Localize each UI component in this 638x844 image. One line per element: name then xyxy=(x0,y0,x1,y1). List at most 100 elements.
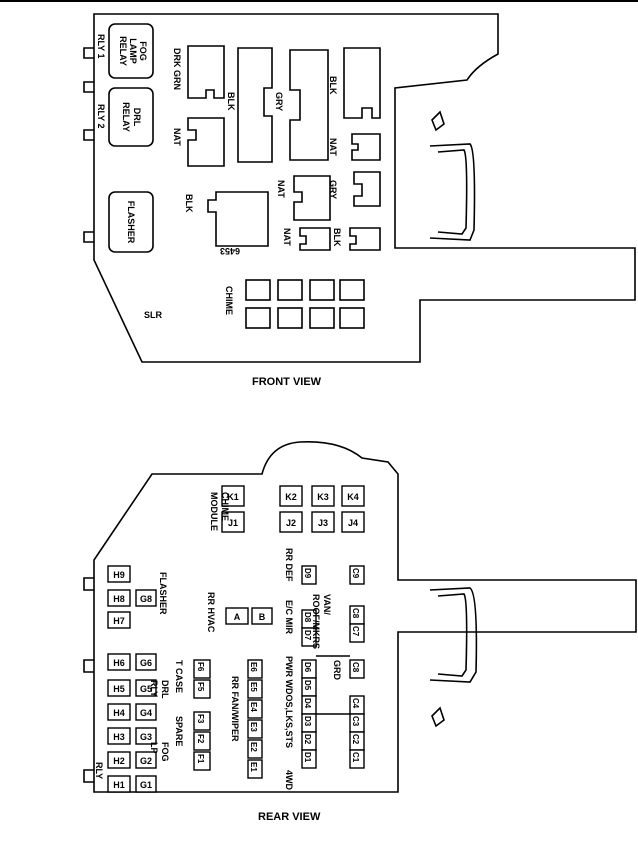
four-wd-label: 4WD xyxy=(284,770,294,791)
d9-label: D9 xyxy=(303,568,312,579)
connector-big-blk xyxy=(207,191,269,247)
d5-label: D5 xyxy=(303,680,312,691)
j1-label: J1 xyxy=(228,518,238,528)
connector-nat-c xyxy=(293,175,331,221)
c4-label: C4 xyxy=(351,698,360,709)
f6-label: F6 xyxy=(196,662,205,672)
d-fuses xyxy=(301,659,317,769)
connector-gry-a xyxy=(237,47,273,163)
chime-module-line1: CHIME xyxy=(220,492,230,521)
nat-b-label: NAT xyxy=(328,138,338,156)
connector-nat-b xyxy=(351,133,381,161)
f-fuses xyxy=(193,659,211,771)
d8-d7-fuses: D8 D7 xyxy=(301,609,317,647)
h5-label: H5 xyxy=(113,684,125,694)
nat-a-label: NAT xyxy=(172,128,182,146)
j3-label: J3 xyxy=(318,518,328,528)
f5-label: F5 xyxy=(196,682,205,692)
c-fuses xyxy=(349,695,365,769)
k2-label: K2 xyxy=(285,492,297,502)
van-roof-line2: ROOF/MKRS xyxy=(311,594,321,649)
c2-label: C2 xyxy=(351,734,360,745)
flasher-label: FLASHER xyxy=(126,201,136,244)
flasher-relay: FLASHER xyxy=(108,191,154,253)
rly-label: RLY xyxy=(94,762,104,779)
j4-label: J4 xyxy=(348,518,358,528)
k1-label: K1 xyxy=(227,492,239,502)
k-row: K1 K2 K3 K4 xyxy=(221,485,365,507)
rr-fan-wiper-label: RR FAN/WIPER xyxy=(230,676,240,742)
rr-def-label: RR DEF xyxy=(284,548,294,582)
rear-view-caption: REAR VIEW xyxy=(258,811,321,823)
front-connectors xyxy=(187,45,381,251)
d7-label: D7 xyxy=(303,630,312,641)
k3-label: K3 xyxy=(317,492,329,502)
connector-blk-b xyxy=(289,49,329,161)
h7-label: H7 xyxy=(113,616,125,626)
a-label: A xyxy=(234,612,241,622)
drl-rly-line1: DRL xyxy=(160,680,170,699)
c8-c7-fuses: C8 C7 xyxy=(349,605,365,643)
e-fuses xyxy=(247,659,263,779)
drl-relay-line1: DRL xyxy=(132,108,142,127)
ec-mir-label: E/C MIR xyxy=(284,600,294,635)
j-row: J1 J2 J3 J4 xyxy=(221,511,365,533)
fog-lamp-relay-line3: RELAY xyxy=(118,36,128,66)
nat-d-label: NAT xyxy=(282,228,292,246)
k4-label: K4 xyxy=(347,492,359,502)
f1-label: F1 xyxy=(196,754,205,764)
fog-lp-line1: FOG xyxy=(160,742,170,762)
e6-label: E6 xyxy=(249,662,258,672)
j2-label: J2 xyxy=(286,518,296,528)
e3-label: E3 xyxy=(249,722,258,732)
drl-relay-line2: RELAY xyxy=(121,102,131,132)
c9-label: C9 xyxy=(351,568,360,579)
d2-label: D2 xyxy=(303,734,312,745)
g2-label: G2 xyxy=(140,756,152,766)
bus-lines xyxy=(316,655,350,715)
chime-module-line2: MODULE xyxy=(209,492,219,531)
c8-label: C8 xyxy=(351,608,360,619)
spare-label: SPARE xyxy=(174,716,184,746)
d9-fuse: D9 xyxy=(301,565,317,585)
gry-a-label: GRY xyxy=(274,92,284,111)
h-column xyxy=(107,565,131,793)
e2-label: E2 xyxy=(249,742,258,752)
e1-label: E1 xyxy=(249,762,258,772)
blk-b-label: BLK xyxy=(328,76,338,95)
g8-label: G8 xyxy=(140,594,152,604)
connector-blk-d xyxy=(349,227,381,251)
connector-nat-a xyxy=(187,117,225,167)
rr-hvac-label: RR HVAC xyxy=(206,592,216,633)
pwr-wdos-label: PWR WDOS,LKS,STS xyxy=(284,656,294,748)
t-case-label: T CASE xyxy=(174,660,184,693)
h1-label: H1 xyxy=(113,780,125,790)
d4-label: D4 xyxy=(303,698,312,709)
e5-label: E5 xyxy=(249,682,258,692)
fog-lamp-relay: FOG LAMP RELAY xyxy=(108,23,154,79)
grd-label: GRD xyxy=(332,660,342,681)
d6-label: D6 xyxy=(303,662,312,673)
c7-label: C7 xyxy=(351,626,360,637)
g1-label: G1 xyxy=(140,780,152,790)
g4-label: G4 xyxy=(140,708,152,718)
h9-label: H9 xyxy=(113,570,125,580)
drl-rly-line2: RLY xyxy=(149,680,159,697)
c1-label: C1 xyxy=(351,752,360,763)
h8-label: H8 xyxy=(113,594,125,604)
fog-lamp-relay-line2: LAMP xyxy=(128,38,138,64)
connector-nat-d xyxy=(299,227,331,251)
e4-label: E4 xyxy=(249,702,258,712)
c8-grd-fuse: C8 xyxy=(349,659,365,679)
drk-grn-label: DRK GRN xyxy=(172,48,182,90)
b-label: B xyxy=(259,612,266,622)
connector-blk-c xyxy=(343,47,381,119)
slr-label: SLR xyxy=(144,310,163,320)
d3-label: D3 xyxy=(303,716,312,727)
rear-view-box xyxy=(83,441,637,793)
h6-label: H6 xyxy=(113,658,125,668)
c8-grd-label: C8 xyxy=(351,662,360,673)
blk-a-label: BLK xyxy=(226,92,236,111)
top-rule xyxy=(0,0,638,2)
g3-label: G3 xyxy=(140,732,152,742)
